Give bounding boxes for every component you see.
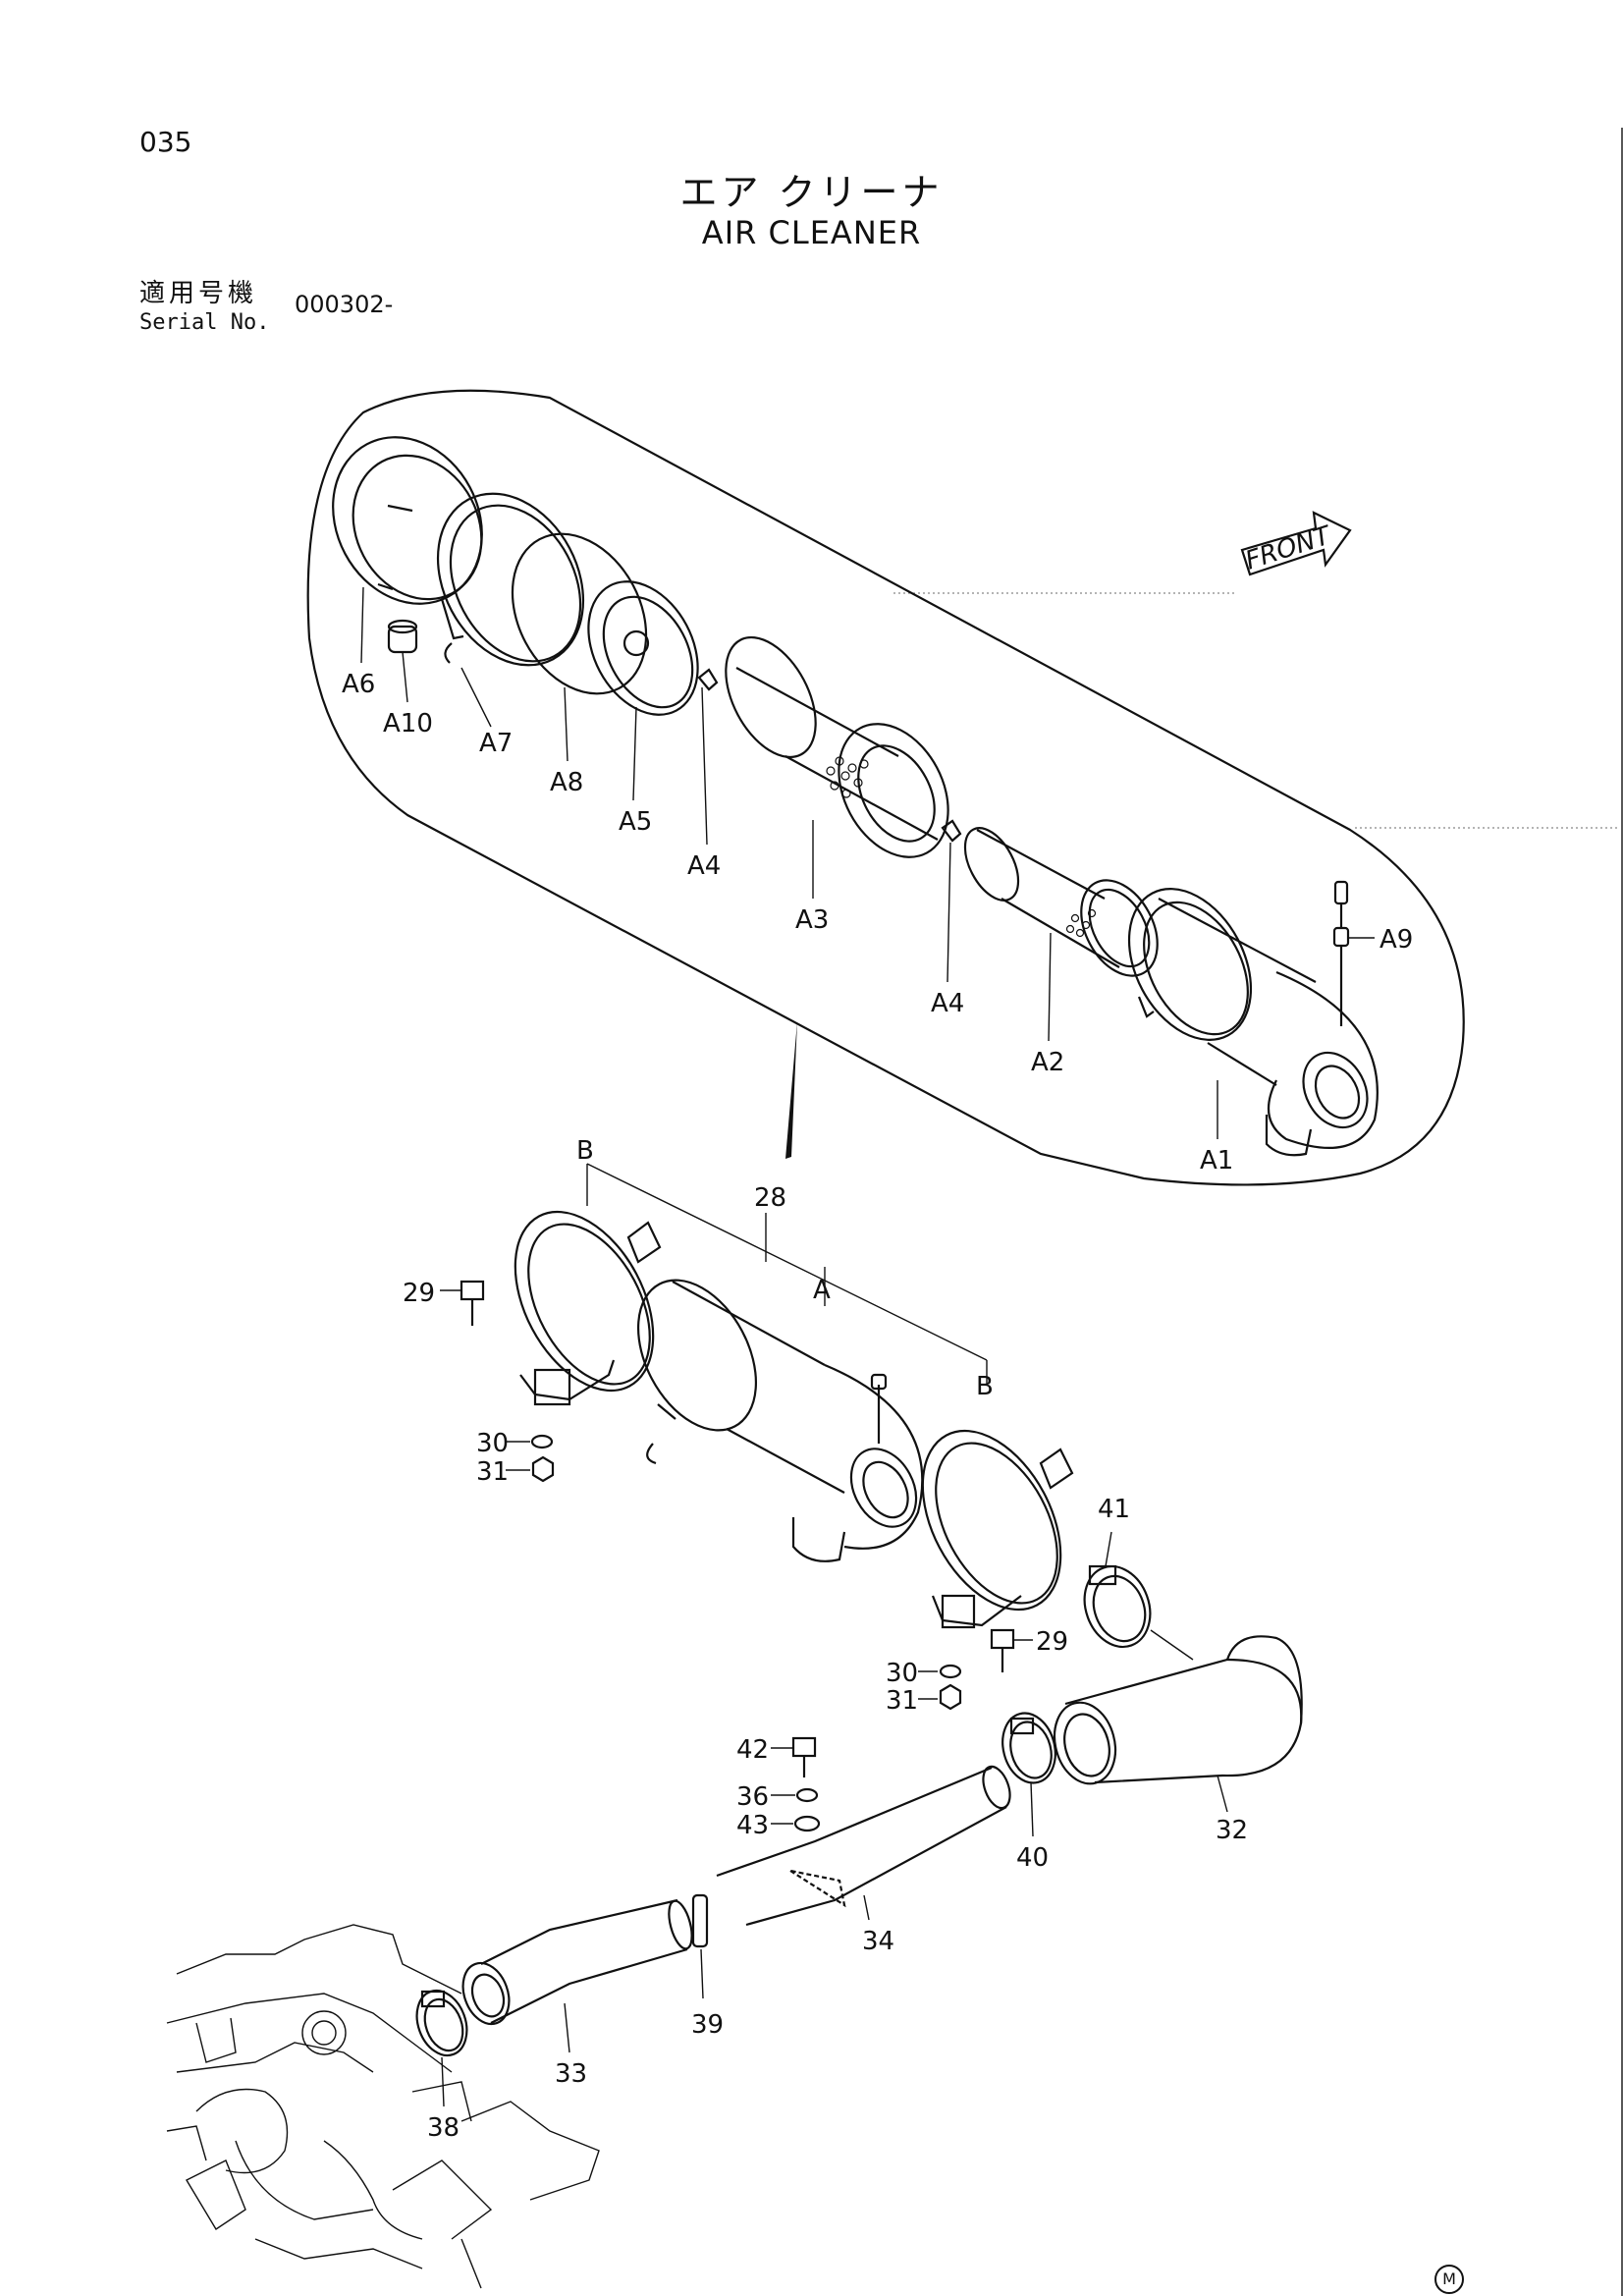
part-label-a4-second: A4 [931,989,964,1018]
part-label-38: 38 [427,2113,460,2143]
part-label-39: 39 [691,2010,724,2040]
part-label-32: 32 [1216,1816,1248,1845]
washer-30-right [939,1664,962,1679]
wing-nut-a4-second [941,819,962,843]
part-label-34: 34 [862,1927,894,1956]
air-cleaner-assembly [636,1279,924,1562]
footer-mark-letter: M [1442,2269,1456,2288]
part-label-30: 30 [476,1429,509,1458]
page-title: AIR CLEANER [701,214,922,251]
dust-valve-a10 [387,619,418,654]
part-label-28: 28 [754,1183,786,1213]
part-label-a: A [813,1276,831,1305]
part-label-a2: A2 [1031,1048,1064,1077]
part-label-40: 40 [1016,1843,1049,1873]
part-label-a4: A4 [687,851,721,881]
part-label-41: 41 [1098,1495,1130,1524]
elbow-hose-32 [1053,1629,1303,1813]
part-label-29-right: 29 [1036,1627,1068,1657]
intake-pipe-34 [716,1765,1011,1927]
bolt-29-left [440,1280,485,1326]
bolt-42 [771,1736,817,1777]
hose-clamp-40 [1001,1712,1056,1837]
page-number: 035 [139,126,192,158]
inner-element-a2 [963,827,1159,977]
end-cap-a6 [332,436,483,605]
mounting-band-right [921,1429,1074,1629]
front-arrow-icon: FRONT [1240,511,1352,576]
hose-clamp-39 [691,1893,709,1999]
leader-lines-detail [360,586,1375,1139]
washer-30-left [530,1434,554,1449]
bolt-29-right [990,1628,1033,1672]
part-label-29: 29 [403,1279,435,1308]
part-label-a8: A8 [550,768,583,797]
part-label-a6: A6 [342,670,375,699]
group-bracket-28 [586,1163,988,1385]
hose-clamp-41 [1083,1531,1152,1649]
part-label-b-second: B [976,1372,994,1401]
mounting-band-left [514,1210,662,1406]
part-label-a1: A1 [1200,1146,1233,1175]
serial-label-japanese: 適用号機 [139,279,258,308]
o-ring-a8 [511,532,648,695]
part-label-a9: A9 [1380,925,1413,955]
clamp-band-a7 [436,492,585,667]
serial-label: Serial No. [139,310,270,335]
restriction-indicator-a9 [1332,880,1350,1026]
housing-a1 [1127,888,1379,1157]
part-label-36: 36 [736,1782,769,1812]
page-title-japanese: エア クリーナ [679,171,944,214]
serial-number-value: 000302- [295,291,394,318]
wing-nut-a4 [697,668,719,691]
detail-enclosure [306,389,1465,1186]
part-label-b: B [576,1136,594,1166]
part-label-33: 33 [555,2059,587,2089]
outer-element-a3 [725,635,949,858]
part-label-a10: A10 [383,709,433,738]
part-label-31-right: 31 [886,1686,918,1716]
washer-43 [793,1815,821,1832]
part-label-42: 42 [736,1735,769,1765]
nut-31-left [531,1455,555,1483]
part-label-30-right: 30 [886,1659,918,1688]
part-label-31: 31 [476,1457,509,1487]
part-label-a3: A3 [795,905,829,935]
part-label-a5: A5 [619,807,652,837]
hose-33 [461,1898,693,2053]
front-label: FRONT [1242,520,1336,576]
detail-pointer [785,1021,797,1159]
part-label-43: 43 [736,1811,769,1840]
cover-a5 [587,580,699,716]
washer-36 [795,1787,819,1803]
nut-31-right [939,1683,962,1711]
engine-illustration [166,1924,600,2289]
part-label-a7: A7 [479,729,513,758]
footer-mark: M [1434,2265,1464,2294]
